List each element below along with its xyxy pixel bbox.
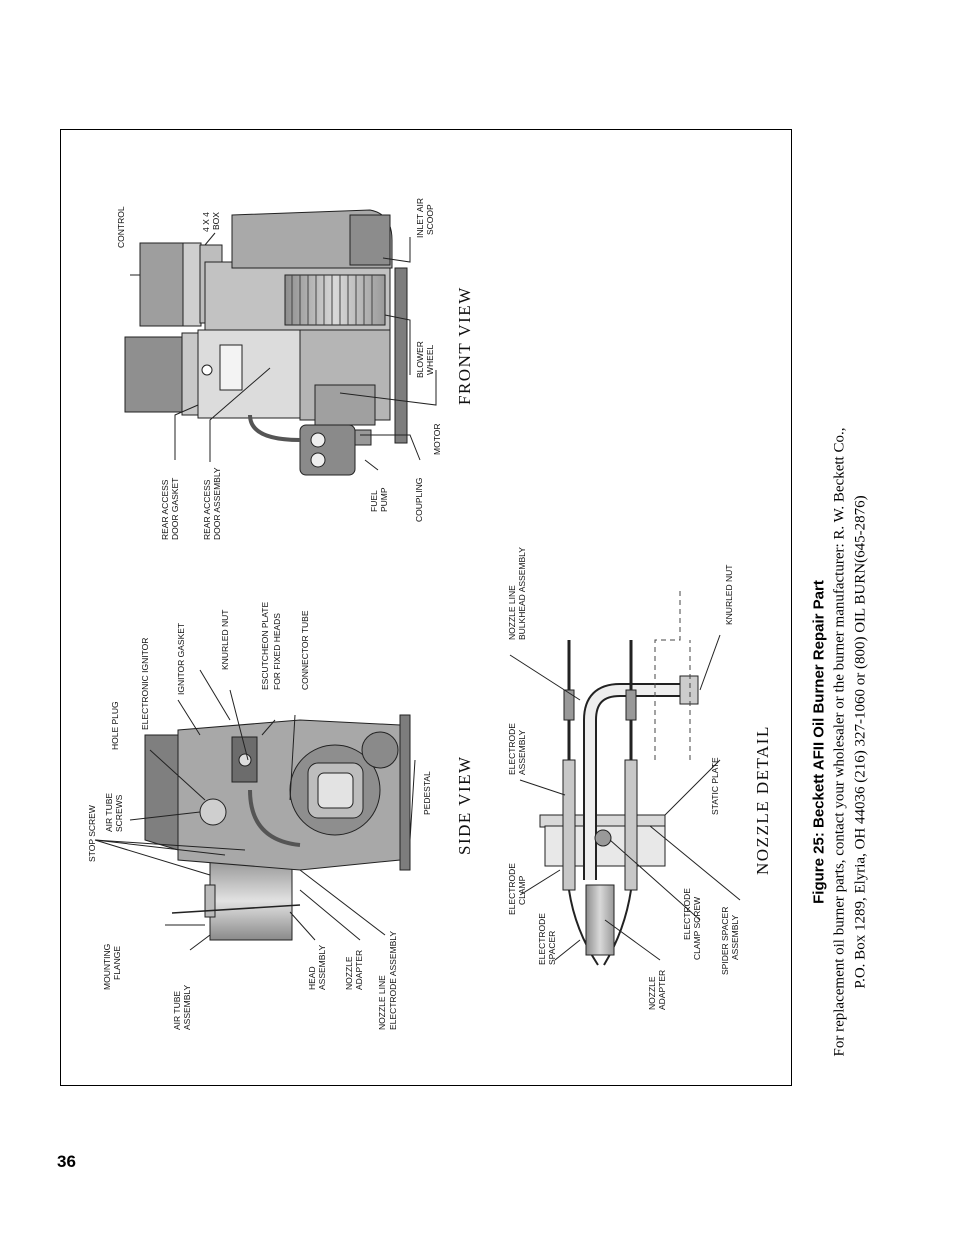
label-electronic-ignitor: ELECTRONIC IGNITOR: [140, 638, 150, 730]
label-blower-2: WHEEL: [425, 345, 435, 376]
label-nozzle-adapter-det-2: ADAPTER: [657, 970, 667, 1010]
label-nozzle-adapter-side-2: ADAPTER: [354, 950, 364, 990]
side-view-title: SIDE VIEW: [455, 755, 474, 855]
caption-line-1: For replacement oil burner parts, contac…: [831, 427, 848, 1057]
label-control: CONTROL: [116, 206, 126, 248]
label-nlba-1: NOZZLE LINE: [507, 585, 517, 640]
figure-title: Figure 25: Beckett AFII Oil Burner Repai…: [810, 580, 828, 904]
diagram-labels: CONTROL 4 X 4 BOX INLET AIR SCOOP BLOWER…: [87, 198, 772, 1030]
label-pedestal: PEDESTAL: [422, 771, 432, 815]
label-inlet-air-1: INLET AIR: [415, 198, 425, 238]
label-nlba-2: BULKHEAD ASSEMBLY: [517, 547, 527, 640]
label-clamp-screw-2: CLAMP SCREW: [692, 897, 702, 960]
label-mounting-2: FLANGE: [112, 946, 122, 980]
label-nozzle-adapter-det-1: NOZZLE: [647, 976, 657, 1010]
front-view-title: FRONT VIEW: [455, 286, 474, 405]
label-spider-2: ASSEMBLY: [730, 914, 740, 960]
label-head-1: HEAD: [307, 966, 317, 990]
label-static-plate: STATIC PLATE: [710, 757, 720, 815]
nozzle-detail-title: NOZZLE DETAIL: [753, 725, 772, 875]
label-ignitor-gasket: IGNITOR GASKET: [176, 623, 186, 695]
label-nlea-2: ELECTRODE ASSEMBLY: [388, 931, 398, 1030]
label-clamp-screw-1: ELECTRODE: [682, 888, 692, 940]
label-blower-1: BLOWER: [415, 341, 425, 378]
label-rada-1: REAR ACCESS: [202, 479, 212, 540]
label-electrode-assy-1: ELECTRODE: [507, 723, 517, 775]
label-electrode-assy-2: ASSEMBLY: [517, 729, 527, 775]
label-knurled-nut-side: KNURLED NUT: [220, 610, 230, 670]
label-fuel-1: FUEL: [369, 490, 379, 512]
figure-caption: Figure 25: Beckett AFII Oil Burner Repai…: [809, 422, 872, 1062]
label-electrode-spacer-2: SPACER: [547, 931, 557, 965]
label-4x4-box-1: 4 X 4: [201, 212, 211, 232]
nozzle-detail-drawing: [539, 590, 699, 966]
label-rada-2: DOOR ASSEMBLY: [212, 467, 222, 540]
label-head-2: ASSEMBLY: [317, 944, 327, 990]
label-electrode-clamp-1: ELECTRODE: [507, 863, 517, 915]
label-knurled-nut-nozzle: KNURLED NUT: [724, 565, 734, 625]
label-fuel-2: PUMP: [379, 487, 389, 512]
label-motor: MOTOR: [432, 424, 442, 455]
label-air-tube-assy-1: AIR TUBE: [172, 991, 182, 1030]
label-spider-1: SPIDER SPACER: [720, 907, 730, 975]
label-stop-screw: STOP SCREW: [87, 805, 97, 862]
label-rag-2: DOOR GASKET: [170, 478, 180, 540]
label-connector-tube: CONNECTOR TUBE: [300, 610, 310, 690]
label-escutcheon-1: ESCUTCHEON PLATE: [260, 602, 270, 690]
label-coupling: COUPLING: [414, 478, 424, 522]
label-air-tube-screws-2: SCREWS: [114, 794, 124, 832]
label-electrode-spacer-1: ELECTRODE: [537, 913, 547, 965]
figure-frame: [60, 129, 792, 1086]
label-hole-plug: HOLE PLUG: [110, 701, 120, 750]
label-electrode-clamp-2: CLAMP: [517, 875, 527, 905]
leader-lines: [94, 232, 741, 961]
label-inlet-air-2: SCOOP: [425, 204, 435, 235]
label-air-tube-screws-1: AIR TUBE: [104, 793, 114, 832]
label-nlea-1: NOZZLE LINE: [377, 975, 387, 1030]
label-rag-1: REAR ACCESS: [160, 479, 170, 540]
front-view-drawing: [124, 209, 408, 476]
label-nozzle-adapter-side-1: NOZZLE: [344, 956, 354, 990]
label-mounting-1: MOUNTING: [102, 944, 112, 990]
page-number: 36: [57, 1152, 76, 1171]
label-escutcheon-2: FOR FIXED HEADS: [272, 613, 282, 690]
label-air-tube-assy-2: ASSEMBLY: [182, 984, 192, 1030]
label-4x4-box-2: BOX: [211, 212, 221, 230]
side-view-drawing: [144, 714, 411, 941]
caption-line-2: P.O. Box 1289, Elyria, OH 44036 (216) 32…: [852, 495, 869, 989]
